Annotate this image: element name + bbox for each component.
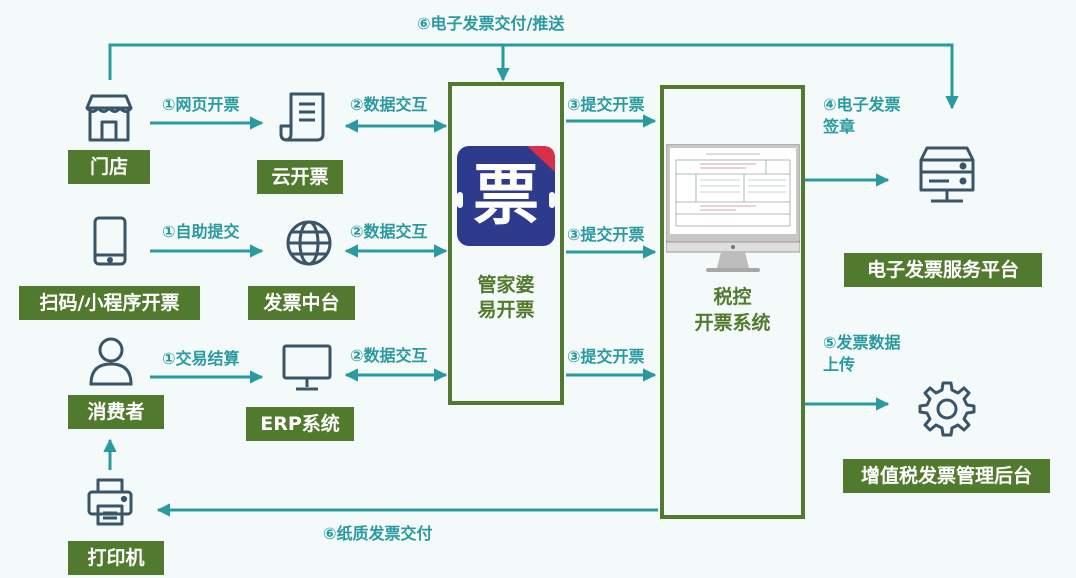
monitor-icon (282, 344, 332, 392)
invoice-logo-char: 票 (473, 157, 539, 234)
invoice-logo-icon: 票 (457, 146, 555, 246)
globe-icon (285, 219, 333, 267)
label-vat-backend: 增值税发票管理后台 (843, 459, 1050, 493)
imac-icon (666, 144, 800, 276)
label-invoice-middle: 发票中台 (248, 286, 355, 320)
flow-upload-line2: 上传 (823, 355, 856, 374)
flow-data-exchange-1: ②数据交互 (350, 95, 428, 114)
flow-upload-line1: ⑤发票数据 (823, 333, 901, 352)
flow-web-invoice: ①网页开票 (162, 95, 240, 114)
flow-data-exchange-3: ②数据交互 (350, 346, 428, 365)
top-delivery-line (108, 43, 959, 110)
flow-sign-line2: 签章 (823, 117, 856, 136)
flow-paper-delivery: ⑥纸质发票交付 (323, 524, 433, 543)
store-icon (84, 94, 134, 142)
guanjia-box (448, 82, 564, 405)
tax-control-box (660, 85, 805, 519)
person-icon (88, 336, 134, 386)
flow-submit-2: ③提交开票 (567, 225, 645, 244)
flow-submit-3: ③提交开票 (567, 347, 645, 366)
flow-self-submit: ①自助提交 (162, 222, 240, 241)
tax-title-line1: 税控 (713, 286, 752, 308)
flow-data-exchange-2: ②数据交互 (350, 222, 428, 241)
server-icon (919, 146, 975, 206)
label-scan-code: 扫码/小程序开票 (19, 286, 200, 320)
flow-trade-settle: ①交易结算 (162, 349, 240, 368)
tax-title-line2: 开票系统 (694, 312, 771, 334)
label-store: 门店 (68, 150, 150, 184)
flow-sign-line1: ④电子发票 (823, 95, 901, 114)
label-printer: 打印机 (68, 541, 164, 575)
gear-icon (918, 380, 976, 438)
flow-top-delivery: ⑥电子发票交付/推送 (417, 14, 565, 33)
flow-submit-1: ③提交开票 (567, 95, 645, 114)
label-consumer: 消费者 (68, 395, 164, 429)
label-erp: ERP系统 (246, 407, 354, 441)
guanjia-title-line1: 管家婆 (477, 274, 535, 296)
document-icon (279, 92, 325, 142)
label-e-invoice-platform: 电子发票服务平台 (844, 253, 1042, 287)
guanjia-title-line2: 易开票 (477, 299, 535, 321)
printer-icon (87, 478, 133, 526)
label-cloud-invoice: 云开票 (257, 160, 343, 194)
tablet-icon (92, 216, 128, 266)
